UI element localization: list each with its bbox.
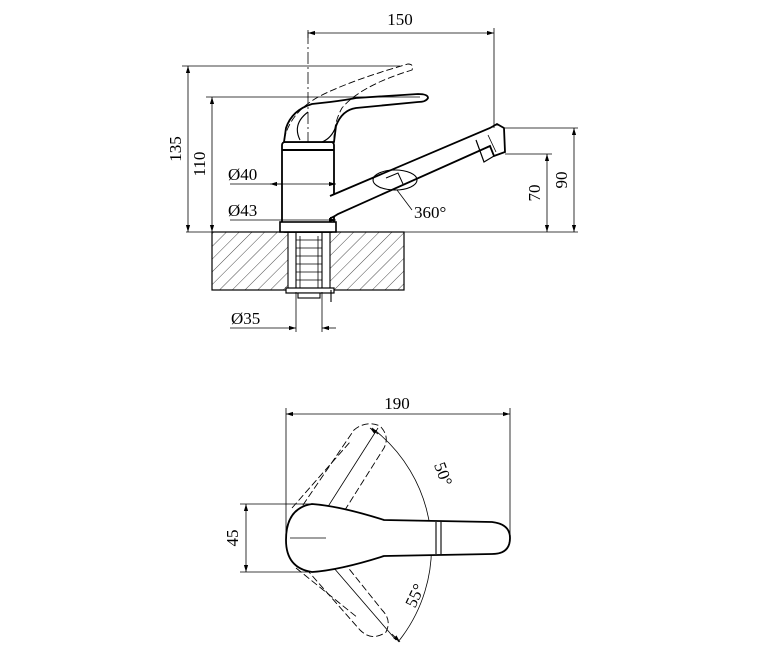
spout-right-phantom (285, 539, 389, 637)
angle-lower-55: 55° (391, 581, 429, 643)
dimension-diameter-43: Ø43 (228, 201, 336, 223)
dim-label-360: 360° (414, 203, 446, 222)
dimension-height-70: 70 (505, 153, 552, 232)
dim-label-diameter-43: Ø43 (228, 201, 257, 220)
dim-label-90: 90 (552, 172, 571, 189)
dim-label-70: 70 (525, 185, 544, 202)
dim-label-190: 190 (384, 394, 410, 413)
dim-label-45: 45 (223, 530, 242, 547)
spout-rotation-callout: 360° (396, 189, 446, 222)
mounting-shank (285, 231, 335, 302)
dimension-length-190: 190 (285, 394, 511, 540)
lever-handle (282, 93, 429, 143)
spout (329, 122, 506, 219)
dim-label-55-deg: 55° (401, 581, 428, 611)
dim-label-135: 135 (166, 136, 185, 162)
top-view: 190 45 50° 55° (223, 394, 511, 643)
dim-label-150: 150 (387, 10, 413, 29)
dimension-height-90: 90 (505, 127, 578, 232)
dim-label-diameter-40: Ø40 (228, 165, 257, 184)
faucet-body (279, 141, 337, 233)
side-view: 150 135 110 Ø40 Ø43 90 (166, 10, 578, 332)
dimension-width-45: 45 (223, 503, 312, 573)
dimension-height-110: 110 (190, 96, 420, 232)
dim-label-110: 110 (190, 152, 209, 177)
dim-label-50-deg: 50° (430, 460, 456, 489)
dimension-width-150: 150 (307, 10, 495, 128)
dimension-height-135: 135 (166, 65, 400, 232)
lever-raised-phantom (283, 63, 413, 141)
dim-label-diameter-35: Ø35 (231, 309, 260, 328)
dimension-diameter-40: Ø40 (228, 165, 336, 187)
dimension-diameter-35: Ø35 (230, 292, 336, 332)
